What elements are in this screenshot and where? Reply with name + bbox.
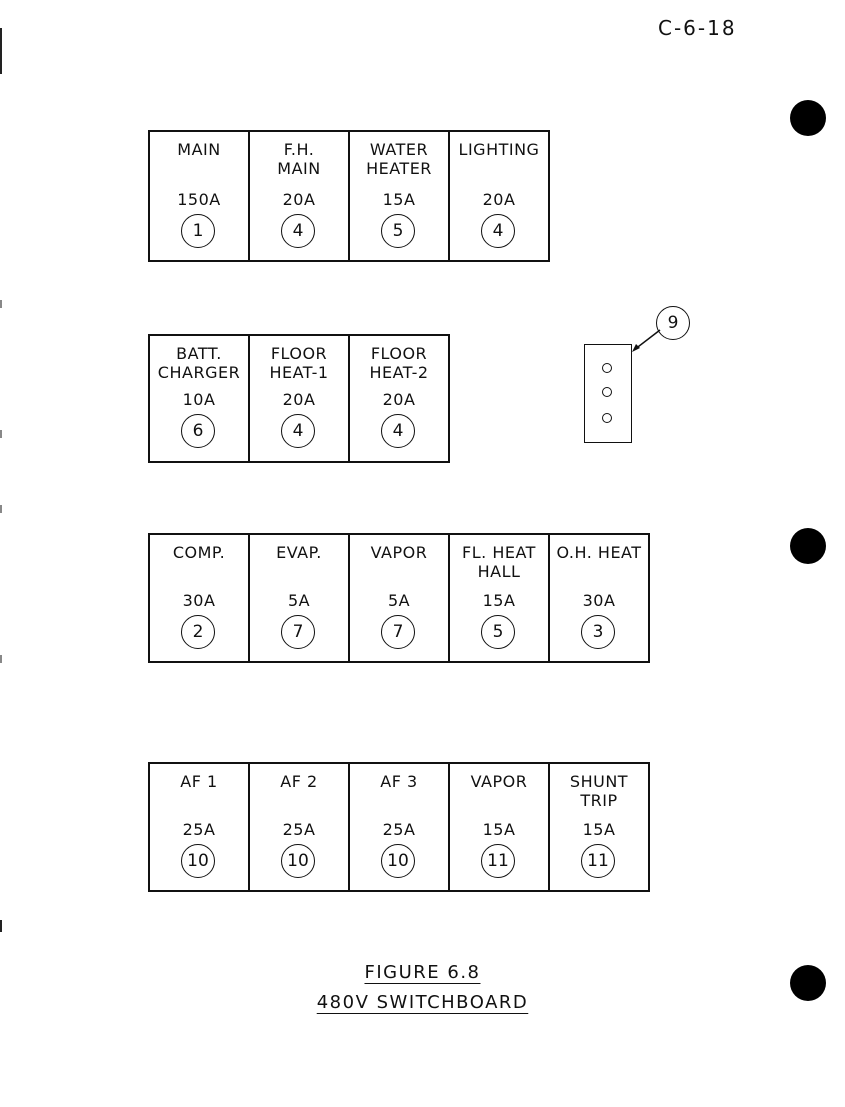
breaker-name: SHUNT TRIP — [569, 772, 629, 810]
breaker-rating: 20A — [382, 390, 416, 409]
breaker-rating: 15A — [482, 820, 516, 839]
breaker-name: COMP. — [172, 543, 226, 562]
breaker-reference-circle: 7 — [281, 615, 315, 649]
breaker-rating: 25A — [382, 820, 416, 839]
punch-hole-bottom — [790, 965, 826, 1001]
breaker-name: O.H. HEAT — [556, 543, 642, 562]
breaker-rating: 20A — [282, 190, 316, 209]
terminal-dot — [602, 387, 612, 397]
breaker-cell: VAPOR 5A 7 — [350, 535, 450, 661]
breaker-cell: COMP. 30A 2 — [150, 535, 250, 661]
breaker-reference-circle: 2 — [181, 615, 215, 649]
breaker-name: LIGHTING — [458, 140, 540, 159]
breaker-name: F.H. MAIN — [277, 140, 321, 178]
breaker-name: FLOOR HEAT-2 — [369, 344, 429, 382]
breaker-name: AF 3 — [380, 772, 418, 791]
breaker-rating: 150A — [177, 190, 221, 209]
breaker-rating: 20A — [282, 390, 316, 409]
breaker-cell: BATT. CHARGER 10A 6 — [150, 336, 250, 461]
breaker-name: VAPOR — [370, 543, 428, 562]
breaker-cell: FLOOR HEAT-2 20A 4 — [350, 336, 450, 461]
figure-title-text: 480V SWITCHBOARD — [316, 992, 529, 1013]
breaker-reference-circle: 11 — [481, 844, 515, 878]
punch-hole-middle — [790, 528, 826, 564]
breaker-name: MAIN — [177, 140, 221, 159]
breaker-cell: FLOOR HEAT-1 20A 4 — [250, 336, 350, 461]
figure-title: 480V SWITCHBOARD — [0, 992, 845, 1013]
breaker-cell: AF 2 25A 10 — [250, 764, 350, 890]
breaker-cell: LIGHTING 20A 4 — [450, 132, 550, 260]
breaker-reference-circle: 6 — [181, 414, 215, 448]
breaker-rating: 30A — [182, 591, 216, 610]
breaker-reference-circle: 4 — [281, 214, 315, 248]
breaker-reference-circle: 5 — [481, 615, 515, 649]
breaker-cell: F.H. MAIN 20A 4 — [250, 132, 350, 260]
breaker-cell: AF 1 25A 10 — [150, 764, 250, 890]
breaker-name: FL. HEAT HALL — [462, 543, 536, 581]
breaker-name: AF 1 — [180, 772, 218, 791]
breaker-cell: FL. HEAT HALL 15A 5 — [450, 535, 550, 661]
breaker-reference-circle: 10 — [181, 844, 215, 878]
figure-number-text: FIGURE 6.8 — [364, 962, 481, 983]
punch-hole-top — [790, 100, 826, 136]
page-number: C-6-18 — [658, 16, 737, 40]
breaker-reference-circle: 1 — [181, 214, 215, 248]
breaker-name: WATER HEATER — [366, 140, 432, 178]
terminal-block — [584, 344, 632, 443]
breaker-name: FLOOR HEAT-1 — [269, 344, 329, 382]
breaker-name: AF 2 — [280, 772, 318, 791]
breaker-rating: 10A — [182, 390, 216, 409]
breaker-rating: 20A — [482, 190, 516, 209]
breaker-rating: 25A — [282, 820, 316, 839]
terminal-block-callout: 9 — [656, 306, 690, 340]
breaker-rating: 25A — [182, 820, 216, 839]
breaker-reference-circle: 3 — [581, 615, 615, 649]
breaker-reference-circle: 10 — [281, 844, 315, 878]
breaker-panel-row-3: COMP. 30A 2 EVAP. 5A 7 VAPOR 5A 7 FL. HEAT HALL 15… — [148, 533, 650, 663]
breaker-reference-circle: 10 — [381, 844, 415, 878]
breaker-cell: AF 3 25A 10 — [350, 764, 450, 890]
breaker-cell: MAIN 150A 1 — [150, 132, 250, 260]
breaker-reference-circle: 7 — [381, 615, 415, 649]
breaker-rating: 15A — [482, 591, 516, 610]
breaker-rating: 5A — [287, 591, 311, 610]
breaker-rating: 5A — [387, 591, 411, 610]
breaker-name: VAPOR — [470, 772, 528, 791]
breaker-reference-circle: 11 — [581, 844, 615, 878]
terminal-dot — [602, 413, 612, 423]
breaker-rating: 30A — [582, 591, 616, 610]
breaker-name: EVAP. — [276, 543, 322, 562]
figure-number: FIGURE 6.8 — [0, 962, 845, 983]
breaker-cell: O.H. HEAT 30A 3 — [550, 535, 650, 661]
breaker-reference-circle: 4 — [481, 214, 515, 248]
breaker-rating: 15A — [582, 820, 616, 839]
breaker-cell: SHUNT TRIP 15A 11 — [550, 764, 650, 890]
breaker-cell: VAPOR 15A 11 — [450, 764, 550, 890]
breaker-reference-circle: 4 — [281, 414, 315, 448]
terminal-dot — [602, 363, 612, 373]
callout-leader-line — [632, 329, 661, 352]
breaker-reference-circle: 4 — [381, 414, 415, 448]
breaker-rating: 15A — [382, 190, 416, 209]
breaker-reference-circle: 5 — [381, 214, 415, 248]
breaker-name: BATT. CHARGER — [157, 344, 241, 382]
breaker-cell: WATER HEATER 15A 5 — [350, 132, 450, 260]
breaker-panel-row-1: MAIN 150A 1 F.H. MAIN 20A 4 WATER HEATER 15A 5 LI… — [148, 130, 550, 262]
breaker-cell: EVAP. 5A 7 — [250, 535, 350, 661]
